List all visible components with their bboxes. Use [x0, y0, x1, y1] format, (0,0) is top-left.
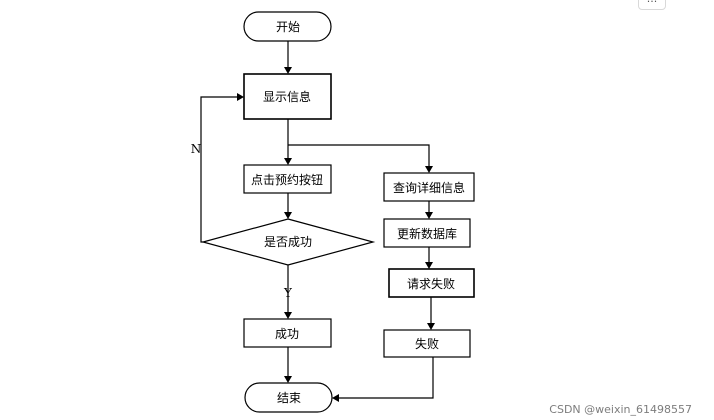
- node-show-info: 显示信息: [243, 73, 332, 120]
- edge-fail-to-end: [339, 357, 434, 399]
- node-click-reserve-label: 点击预约按钮: [251, 172, 323, 187]
- watermark: CSDN @weixin_61498557: [549, 403, 692, 416]
- node-update-db: 更新数据库: [383, 218, 471, 248]
- node-request-fail-label: 请求失败: [407, 276, 455, 291]
- node-query-detail: 查询详细信息: [383, 172, 475, 202]
- node-end-label: 结束: [277, 391, 301, 405]
- node-success: 成功: [243, 318, 332, 348]
- node-start: 开始: [243, 11, 332, 42]
- node-request-fail: 请求失败: [388, 268, 475, 298]
- arrowhead: [284, 312, 292, 319]
- edge-decision-no-loop: [200, 96, 237, 243]
- arrowhead: [284, 376, 292, 383]
- node-start-label: 开始: [276, 20, 300, 34]
- arrowhead: [425, 166, 433, 173]
- node-click-reserve: 点击预约按钮: [243, 164, 332, 194]
- node-fail-label: 失败: [415, 336, 439, 351]
- node-show-info-label: 显示信息: [263, 89, 311, 104]
- node-decision-label: 是否成功: [264, 235, 312, 249]
- arrowhead: [284, 67, 292, 74]
- arrowhead: [425, 262, 433, 269]
- node-success-label: 成功: [275, 327, 299, 341]
- edge-show-info-to-query: [288, 144, 430, 166]
- node-fail: 失败: [383, 329, 471, 358]
- arrowhead: [332, 394, 339, 402]
- edge-label-yes: Y: [283, 286, 293, 300]
- node-update-db-label: 更新数据库: [397, 226, 457, 241]
- node-query-detail-label: 查询详细信息: [393, 180, 465, 195]
- node-end: 结束: [244, 382, 333, 413]
- arrowhead: [425, 212, 433, 219]
- arrowhead: [427, 323, 435, 330]
- more-options-button[interactable]: ···: [638, 0, 666, 10]
- arrowhead: [284, 158, 292, 165]
- arrowhead: [284, 212, 292, 219]
- edge-label-no: N: [191, 142, 202, 156]
- node-decision-success: 是否成功: [200, 218, 376, 266]
- arrowhead: [237, 93, 244, 101]
